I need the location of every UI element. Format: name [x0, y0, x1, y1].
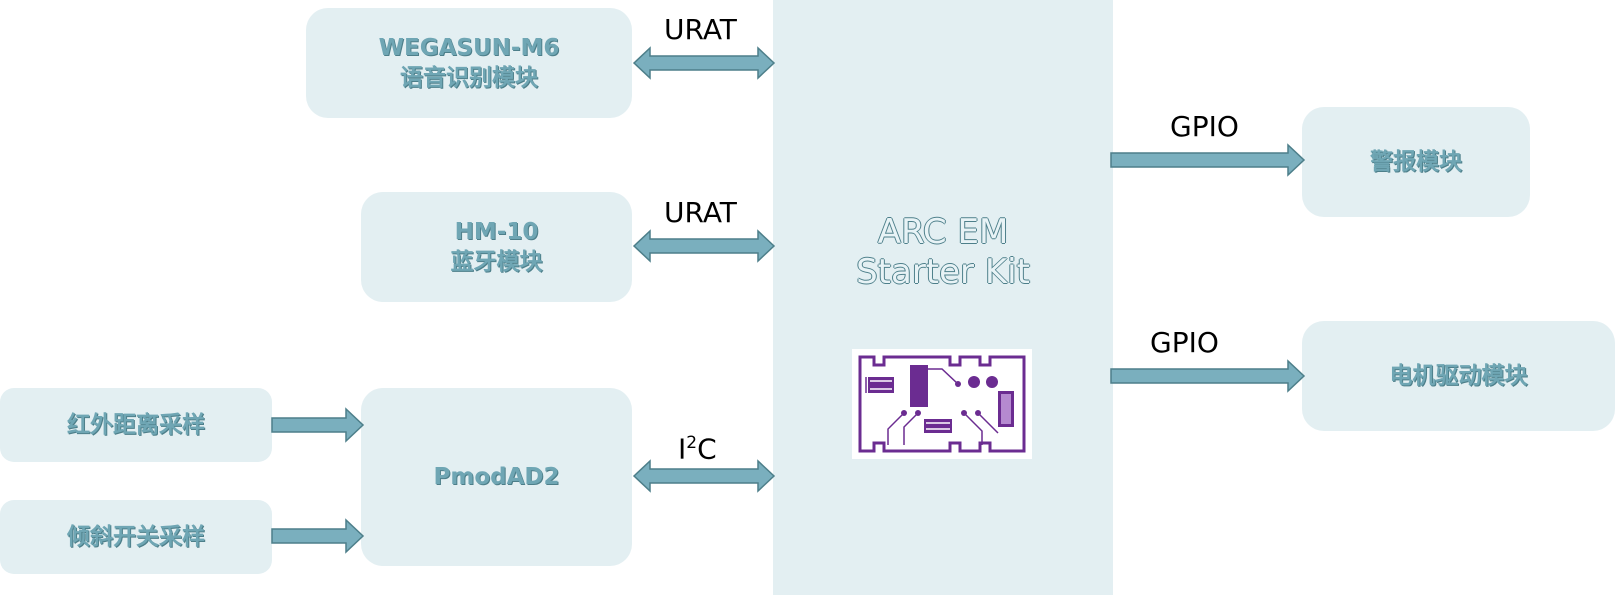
pmodad2-module: PmodAD2	[361, 388, 632, 566]
bluetooth-module-name: HM-10	[454, 219, 539, 245]
gpio2-arrow	[1110, 359, 1306, 393]
voice-module-desc: 语音识别模块	[400, 65, 538, 91]
alarm-module: 警报模块	[1302, 107, 1530, 217]
gpio1-label: GPIO	[1170, 110, 1239, 143]
alarm-label: 警报模块	[1370, 149, 1462, 175]
tilt-arrow	[271, 518, 365, 554]
i2c-label-sup: 2	[686, 433, 698, 453]
i2c-label: I2C	[678, 426, 717, 466]
motor-drive-module: 电机驱动模块	[1302, 321, 1615, 431]
arc-em-starter-kit-block: ARC EM Starter Kit	[773, 0, 1113, 595]
uart2-label: URAT	[664, 196, 737, 229]
i2c-label-base: I	[678, 432, 687, 466]
i2c-arrow	[632, 459, 776, 493]
infrared-arrow	[271, 407, 365, 443]
tilt-switch-sampling-module: 倾斜开关采样	[0, 500, 272, 574]
i2c-label-end: C	[697, 432, 717, 466]
center-title: ARC EM Starter Kit	[773, 212, 1113, 292]
uart2-arrow	[632, 229, 776, 263]
infrared-sampling-module: 红外距离采样	[0, 388, 272, 462]
uart1-arrow	[632, 46, 776, 80]
tilt-label: 倾斜开关采样	[67, 524, 205, 550]
bluetooth-module: HM-10 蓝牙模块	[361, 192, 632, 302]
gpio1-arrow	[1110, 143, 1306, 177]
uart1-label: URAT	[664, 13, 737, 46]
bluetooth-module-desc: 蓝牙模块	[450, 249, 543, 275]
motor-label: 电机驱动模块	[1389, 363, 1528, 389]
gpio2-label: GPIO	[1150, 326, 1219, 359]
voice-module-name: WEGASUN-M6	[378, 35, 560, 61]
infrared-label: 红外距离采样	[67, 412, 205, 438]
voice-recognition-module: WEGASUN-M6 语音识别模块	[306, 8, 632, 118]
center-title-line1: ARC EM	[877, 212, 1009, 252]
circuit-board-icon	[852, 349, 1032, 459]
pmodad2-label: PmodAD2	[433, 464, 560, 490]
center-title-line2: Starter Kit	[856, 252, 1030, 292]
